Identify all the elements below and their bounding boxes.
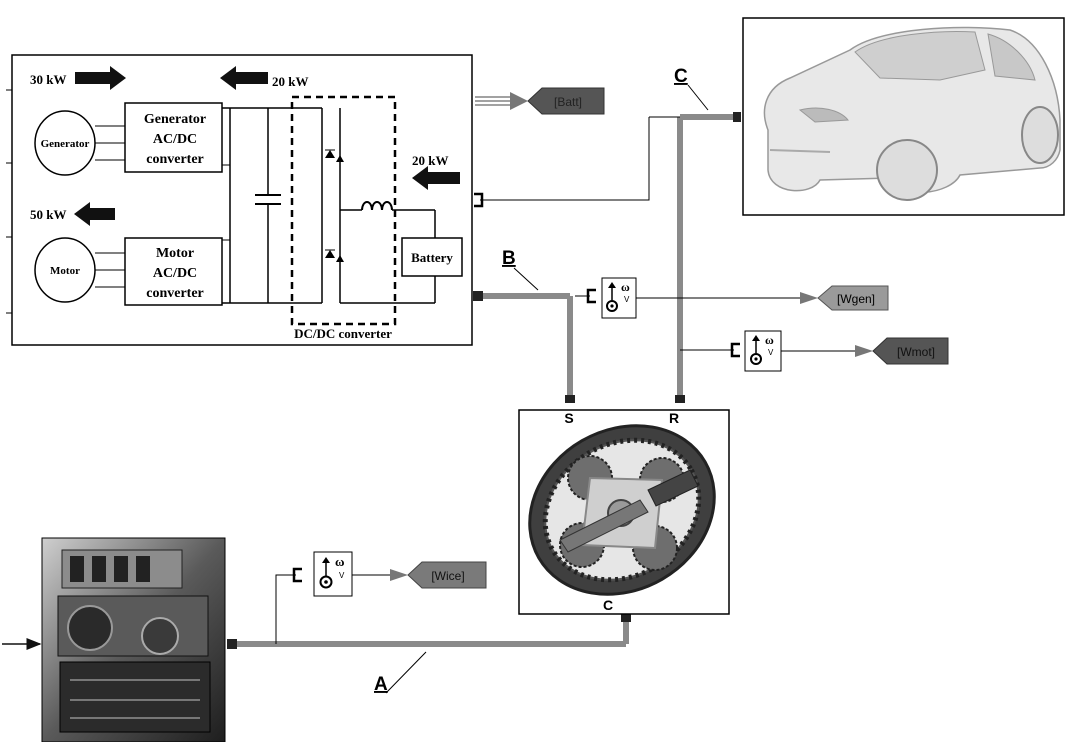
battery-power-label: 20 kW (412, 153, 448, 168)
gen-converter-line1: Generator (144, 112, 206, 127)
label-c: C (674, 66, 688, 87)
battery-label: Battery (411, 250, 453, 265)
gen-sensor-omega: ω (621, 280, 630, 294)
ice-sensor-omega: ω (335, 554, 345, 569)
shaft-b (473, 291, 575, 403)
wice-signal: [Wice] (408, 562, 486, 588)
dcdc-power-label: 20 kW (272, 74, 308, 89)
connection-label-b: B (502, 248, 538, 290)
gen-converter-line2: AC/DC (153, 132, 197, 147)
connection-label-a: A (374, 652, 426, 695)
wmot-tag-label: [Wmot] (897, 345, 935, 359)
gen-sensor-box (602, 278, 636, 318)
mot-speed-sensor[interactable]: ω V (680, 331, 873, 371)
mot-converter-line2: AC/DC (153, 266, 197, 281)
car-rear-wheel (1022, 107, 1058, 163)
mot-sensor-v: V (768, 348, 774, 357)
gen-sensor-v: V (624, 295, 630, 304)
dcdc-label: DC/DC converter (294, 326, 392, 341)
label-b: B (502, 248, 516, 269)
batt-tag-label: [Batt] (554, 95, 582, 109)
label-a: A (374, 674, 388, 695)
connection-label-c: C (674, 66, 708, 110)
engine-image (42, 538, 225, 742)
shaft-c (675, 112, 741, 403)
port-c-label: C (603, 597, 613, 613)
power-electronics-block: Generator Generator AC/DC converter Moto… (6, 55, 472, 345)
power-block-frame (12, 55, 472, 345)
car-front-wheel (877, 140, 937, 200)
motor-label: Motor (50, 265, 80, 277)
motor-power-label: 50 kW (30, 207, 66, 222)
generator-label: Generator (41, 138, 90, 150)
wmot-signal: [Wmot] (873, 338, 948, 364)
mot-converter-line1: Motor (156, 246, 194, 261)
mot-sensor-omega: ω (765, 333, 774, 347)
gen-speed-sensor[interactable]: ω V (575, 278, 818, 318)
wgen-tag-label: [Wgen] (837, 292, 875, 306)
port-r-label: R (669, 410, 679, 426)
mot-converter-line3: converter (146, 286, 204, 301)
shaft-a (227, 612, 631, 649)
ice-sensor-v: V (339, 571, 345, 580)
vehicle-image (743, 18, 1064, 215)
gen-converter-line3: converter (146, 152, 204, 167)
gen-power-label: 30 kW (30, 72, 66, 87)
wgen-signal: [Wgen] (818, 286, 888, 310)
planetary-gear-block: S R C (499, 393, 745, 628)
port-s-label: S (564, 410, 573, 426)
wice-tag-label: [Wice] (431, 569, 464, 583)
ice-sensor-box (314, 552, 352, 596)
batt-signal: [Batt] (475, 88, 604, 114)
ice-speed-sensor[interactable]: ω V (276, 552, 408, 644)
mot-sensor-box (745, 331, 781, 371)
vehicle-speed-wire (480, 117, 649, 200)
